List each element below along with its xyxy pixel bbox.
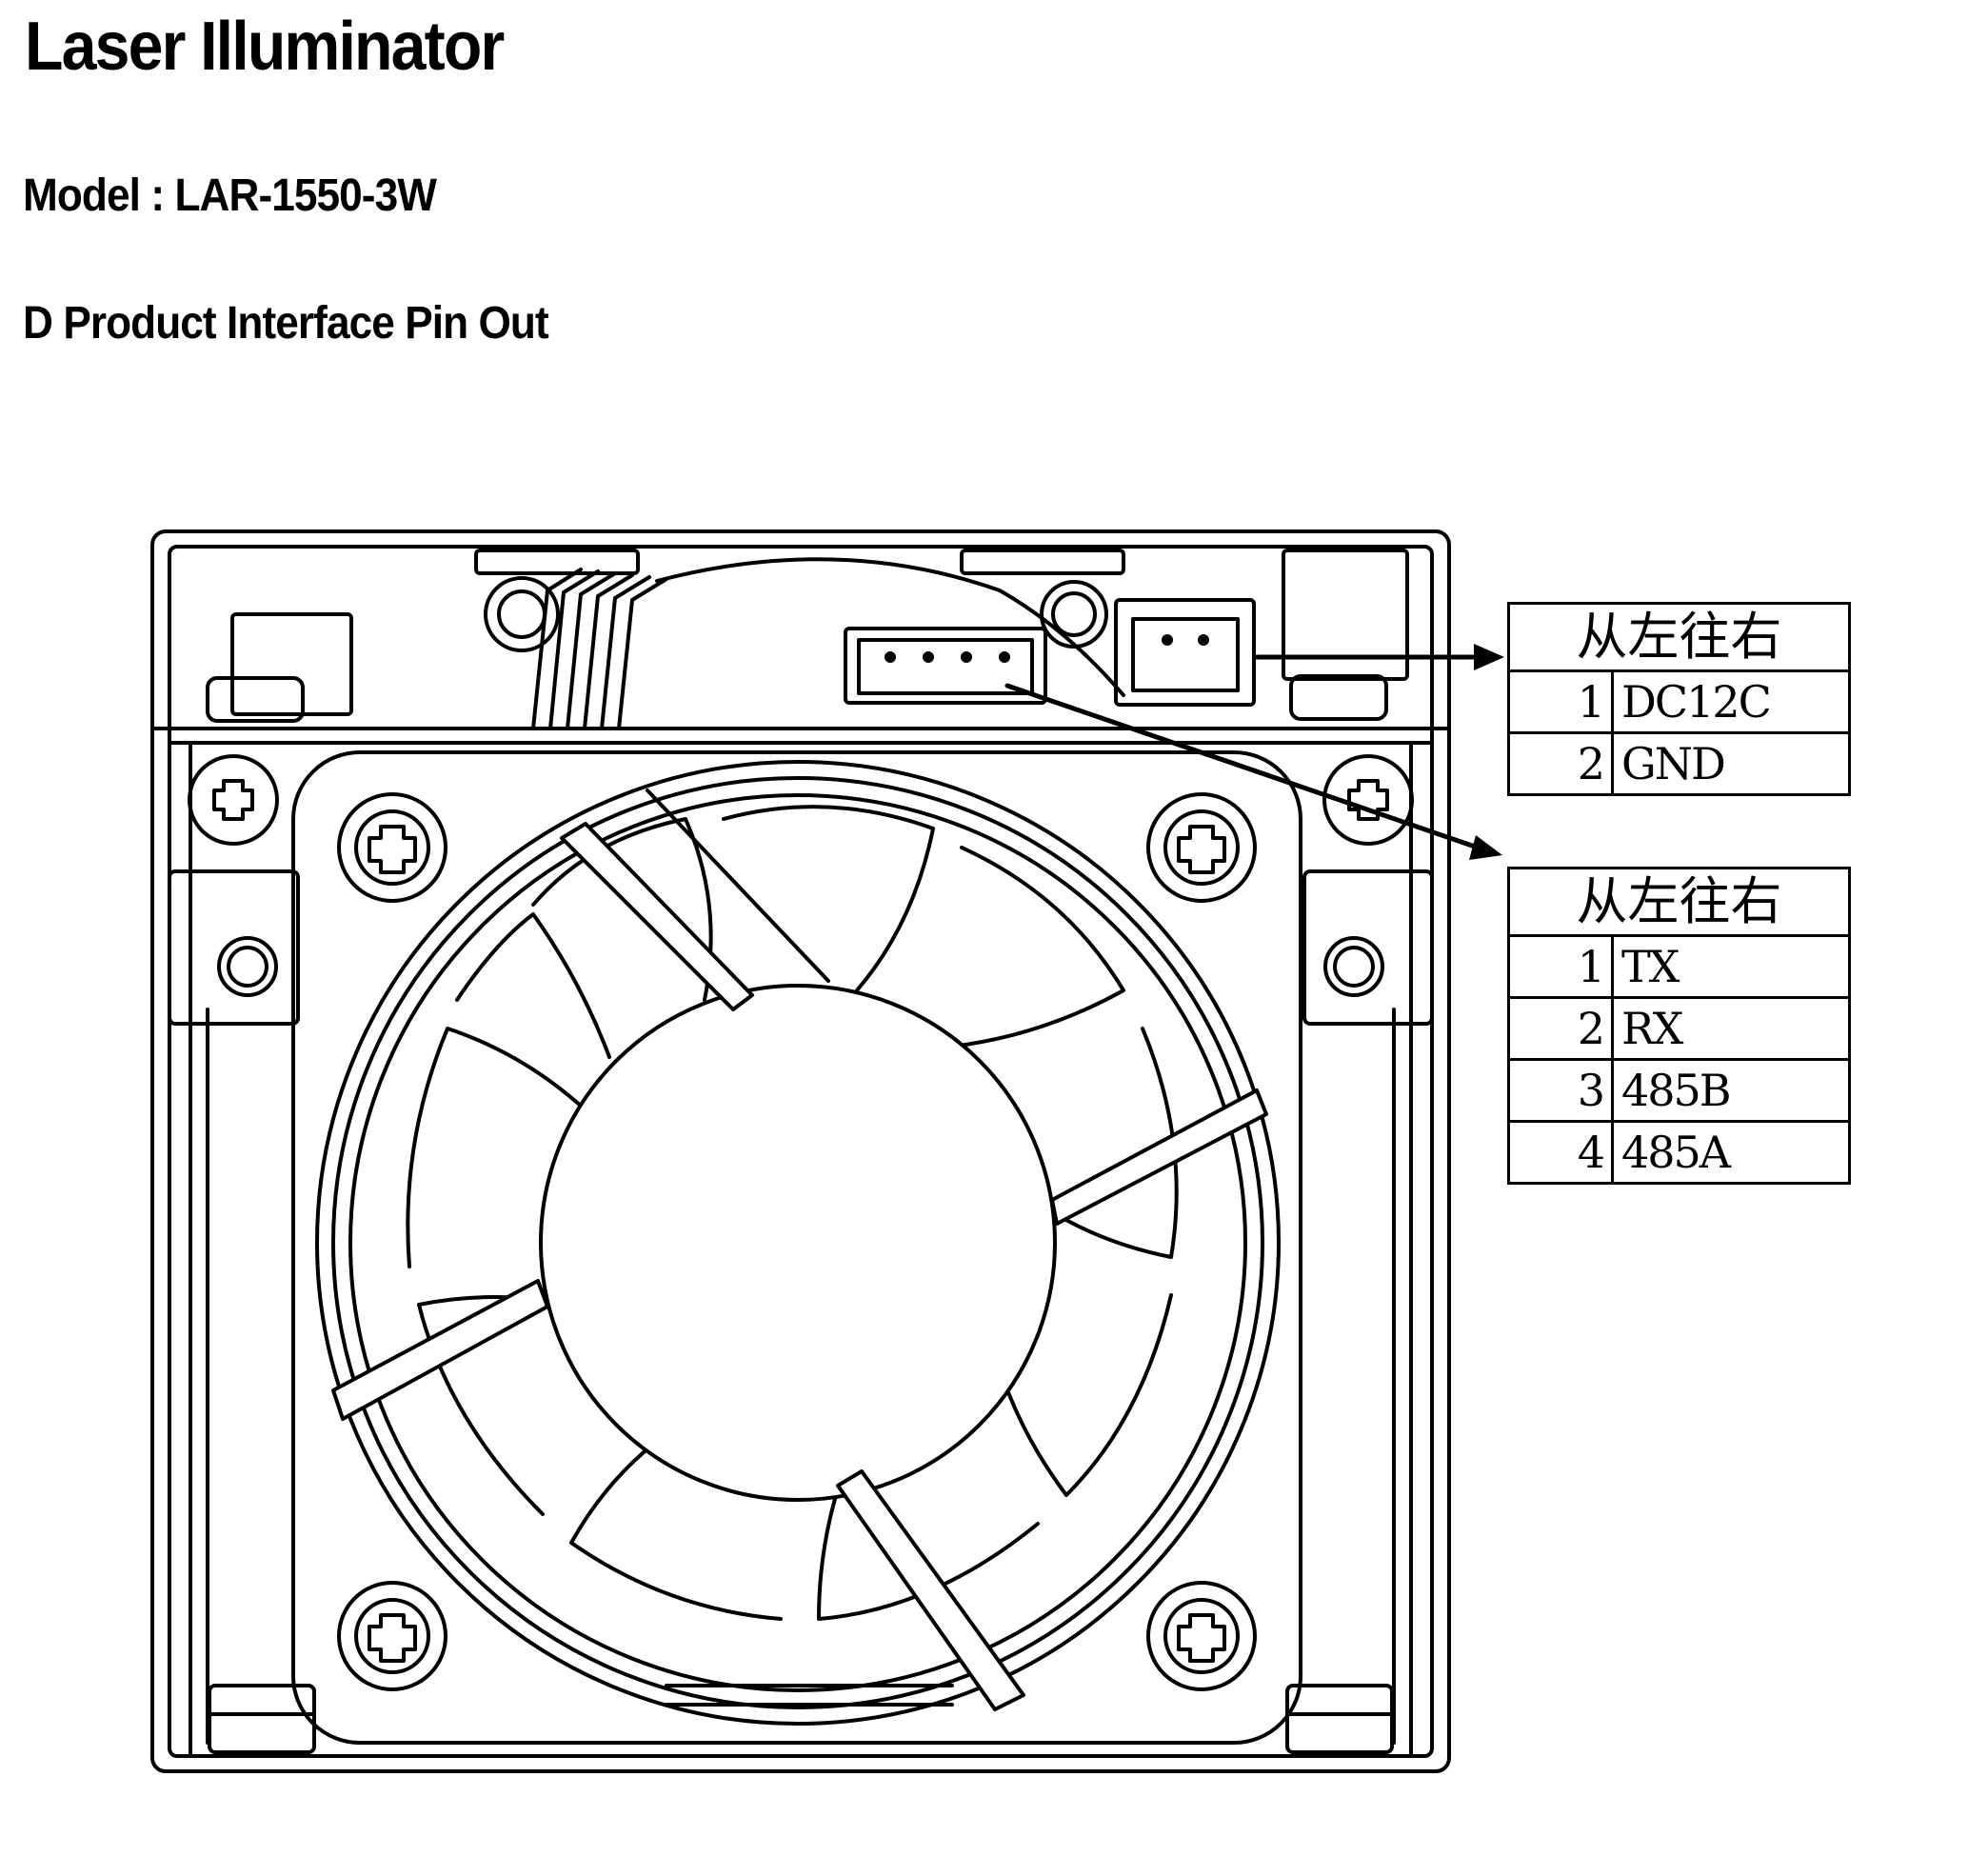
arrow-icon: [1004, 654, 1481, 850]
pin-signal: TX: [1611, 934, 1851, 999]
power-connector-icon: [1114, 598, 1256, 707]
comm-table-header: 从左往右: [1507, 867, 1851, 937]
fan-icon: [291, 750, 1302, 1745]
table-row: 3 485B: [1507, 1058, 1851, 1123]
power-pin-table: 从左往右 1 DC12C 2 GND: [1507, 602, 1851, 796]
pin-number: 2: [1507, 996, 1614, 1061]
comm-pin-table: 从左往右 1 TX 2 RX 3 485B 4 485A: [1507, 867, 1851, 1185]
arrow-icon: [1469, 644, 1504, 860]
screw-icon: [188, 754, 279, 846]
top-compartment: [206, 549, 1409, 730]
pin-signal: 485A: [1611, 1120, 1851, 1185]
pin-signal: GND: [1611, 731, 1851, 796]
screw-icon: [337, 792, 447, 903]
screw-icon: [1146, 1581, 1257, 1691]
table-row: 1 TX: [1507, 934, 1851, 999]
pin-number: 2: [1507, 731, 1614, 796]
model-label: Model : LAR-1550-3W: [23, 170, 437, 221]
table-row: 2 RX: [1507, 996, 1851, 1061]
table-row: 1 DC12C: [1507, 669, 1851, 734]
table-row: 4 485A: [1507, 1120, 1851, 1185]
pin-number: 3: [1507, 1058, 1614, 1123]
pin-number: 4: [1507, 1120, 1614, 1185]
pin-signal: RX: [1611, 996, 1851, 1061]
table-row: 2 GND: [1507, 731, 1851, 796]
housing: [150, 529, 1451, 1773]
pin-signal: 485B: [1611, 1058, 1851, 1123]
pin-number: 1: [1507, 934, 1614, 999]
page-title: Laser Illuminator: [25, 9, 505, 85]
pin-number: 1: [1507, 669, 1614, 734]
screw-icon: [1146, 792, 1257, 903]
pin-signal: DC12C: [1611, 669, 1851, 734]
screw-icon: [1322, 754, 1414, 846]
section-heading: D Product Interface Pin Out: [23, 298, 549, 349]
comm-connector-icon: [844, 627, 1047, 705]
power-table-header: 从左往右: [1507, 602, 1851, 672]
screw-icon: [337, 1581, 447, 1691]
